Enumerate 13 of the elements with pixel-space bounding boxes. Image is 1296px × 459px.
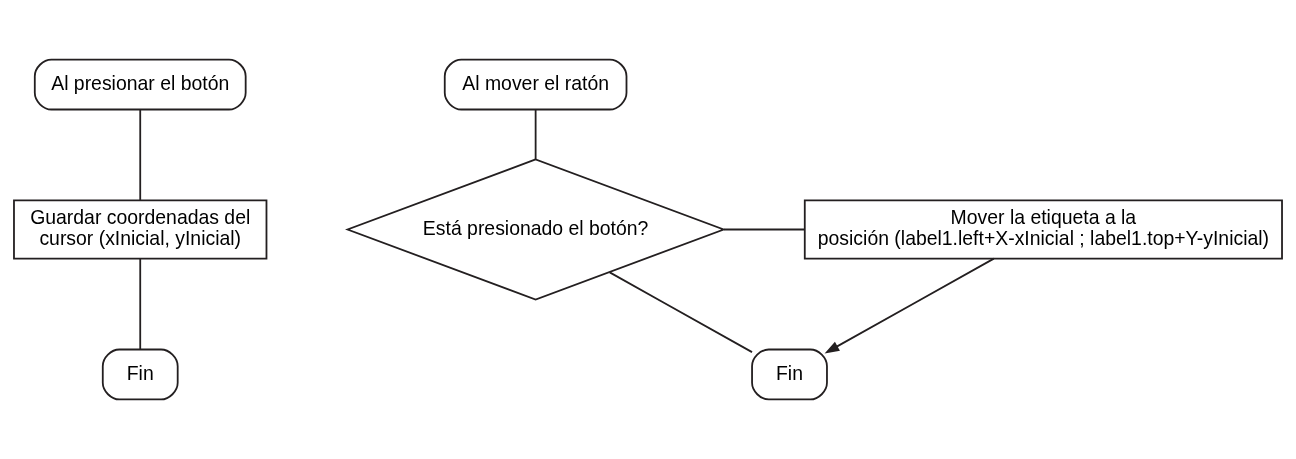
connector [139,109,142,201]
node-box: Fin [751,348,828,401]
node-box: Al presionar el botón [33,58,247,111]
connector [139,258,142,351]
node-diamond: Está presionado el botón? [345,158,727,301]
node-box: Mover la etiqueta a la posición (label1.left+X-xInicial ; label1.top+Y-yInicial) [803,199,1283,260]
connector [534,109,537,160]
node-box: Guardar coordenadas del cursor (xInicial, yInicial) [13,199,268,260]
connector [608,271,753,353]
node-box: Al mover el ratón [443,58,628,111]
connector [723,228,806,231]
node-box: Fin [101,348,179,401]
arrow [824,257,995,354]
